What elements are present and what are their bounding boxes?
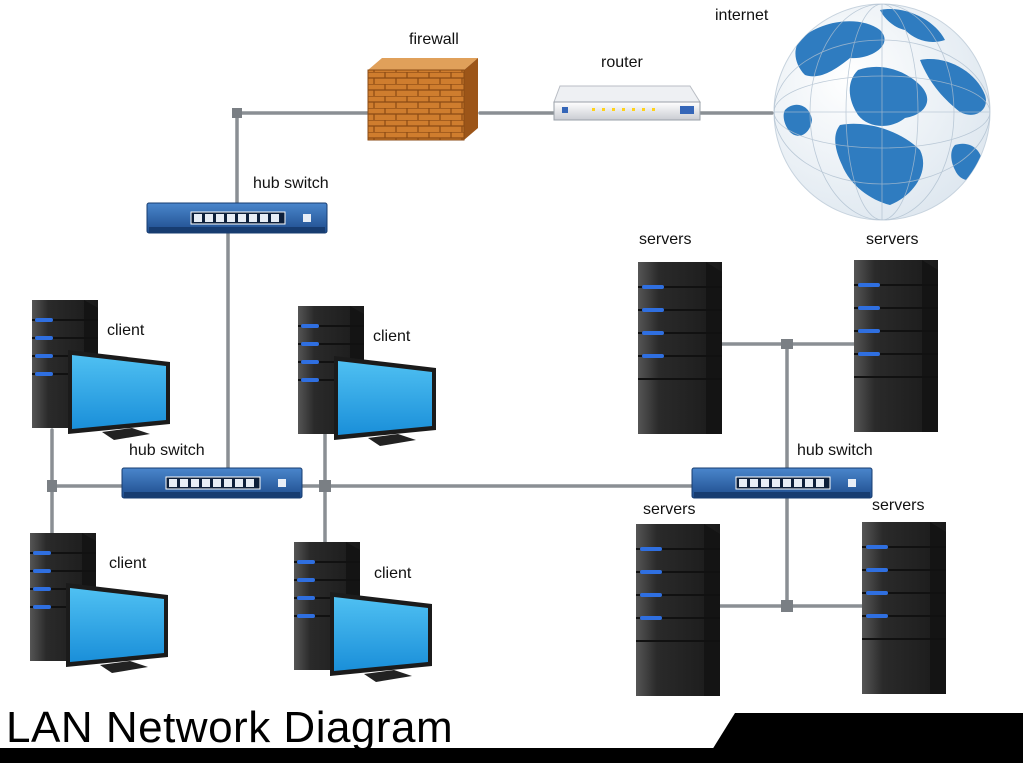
hub-switch-label-center: hub switch: [129, 442, 205, 459]
footer-bar: [0, 713, 1023, 763]
servers-label-3: servers: [643, 501, 696, 518]
client-computer-icon-2: [297, 305, 437, 447]
hub-switch-icon-servers: [691, 467, 873, 499]
client-computer-icon-3: [29, 532, 169, 674]
cable-connectors: [47, 108, 793, 612]
client-computer-icon-1: [31, 299, 171, 441]
server-tower-icon-3: [635, 523, 721, 697]
client-label-3: client: [109, 555, 147, 572]
client-label-1: client: [107, 322, 145, 339]
cable-bottom-servers: [718, 496, 866, 608]
hub-switch-label-servers: hub switch: [797, 442, 873, 459]
client-label-4: client: [374, 565, 412, 582]
hub-switch-icon-center: [121, 467, 303, 499]
server-tower-icon-2: [853, 259, 939, 433]
firewall-label: firewall: [409, 31, 459, 48]
internet-label: internet: [715, 7, 769, 24]
servers-label-2: servers: [866, 231, 919, 248]
hub-switch-label-top: hub switch: [253, 175, 329, 192]
firewall-icon: [367, 58, 478, 141]
hub-switch-icon-top: [146, 202, 328, 234]
network-cables: [50, 111, 866, 608]
server-tower-icon-4: [861, 521, 947, 695]
page-title: LAN Network Diagram: [6, 703, 454, 752]
servers-label-1: servers: [639, 231, 692, 248]
router-label: router: [601, 54, 643, 71]
globe-icon: [773, 3, 991, 221]
servers-label-4: servers: [872, 497, 925, 514]
client-label-2: client: [373, 328, 411, 345]
client-computer-icon-4: [293, 541, 433, 683]
router-icon: [553, 85, 701, 121]
cable-left-clients: [50, 428, 126, 542]
server-tower-icon-1: [637, 261, 723, 435]
